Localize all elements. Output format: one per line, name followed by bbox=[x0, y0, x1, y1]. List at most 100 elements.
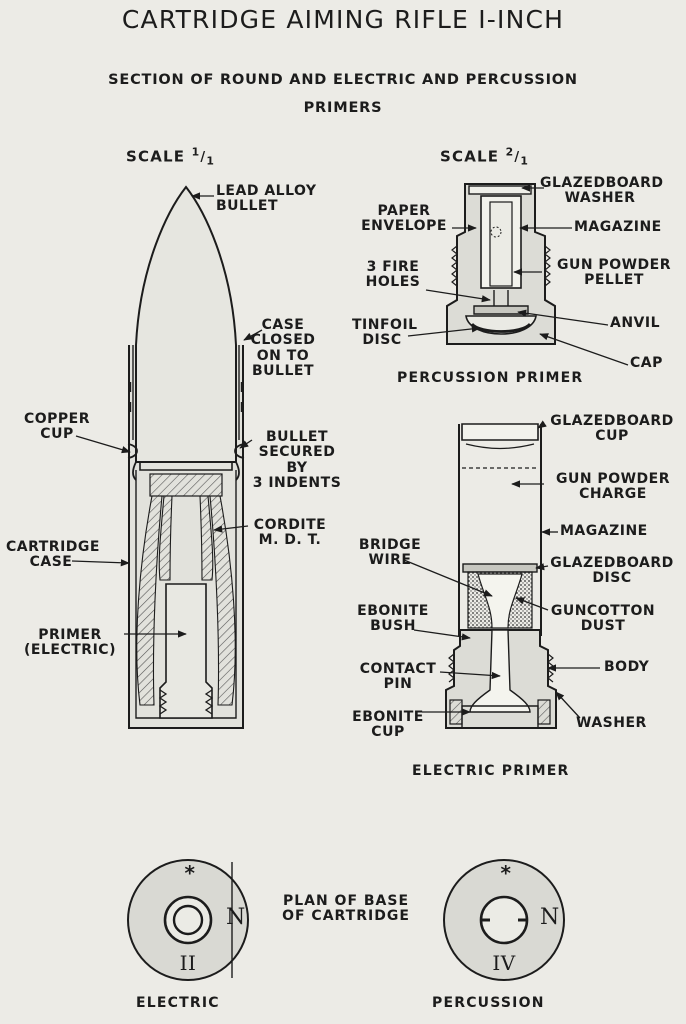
label-line: BUSH bbox=[370, 618, 416, 635]
percussion-scale-num: 2 bbox=[505, 146, 515, 159]
label-paper-envelope: PAPER ENVELOPE bbox=[354, 203, 454, 235]
subtitle-line-2: PRIMERS bbox=[303, 100, 383, 117]
percussion-base-mark: IV bbox=[492, 951, 516, 975]
label-electric-magazine: MAGAZINE bbox=[560, 523, 648, 539]
label-line: CHARGE bbox=[579, 486, 647, 503]
label-line: LEAD ALLOY bbox=[216, 183, 317, 199]
base-plan-electric bbox=[127, 859, 249, 981]
case-wall-slots bbox=[128, 382, 244, 412]
label-percussion-magazine: MAGAZINE bbox=[574, 219, 662, 235]
label-line: HOLES bbox=[365, 274, 421, 291]
subtitle-line-1: SECTION OF ROUND AND ELECTRIC AND PERCUS… bbox=[108, 72, 578, 88]
lead-alloy-bullet bbox=[135, 185, 237, 463]
electric-magazine bbox=[458, 424, 542, 636]
label-tinfoil-disc: TINFOIL DISC bbox=[352, 317, 418, 349]
label-line: CORDITE bbox=[253, 517, 327, 533]
label-line: WASHER bbox=[564, 190, 636, 207]
label-anvil: ANVIL bbox=[610, 315, 661, 331]
label-line: BULLET bbox=[216, 198, 278, 215]
label-line: PIN bbox=[383, 676, 413, 693]
label-line: PRIMER bbox=[38, 627, 102, 643]
label-glazedboard-cup: GLAZEDBOARD CUP bbox=[542, 413, 682, 445]
percussion-scale-den: 1 bbox=[520, 154, 530, 168]
label-line: OF CARTRIDGE bbox=[282, 908, 410, 925]
label-line: SECURED bbox=[258, 444, 336, 461]
label-cartridge-case: CARTRIDGE CASE bbox=[6, 539, 100, 571]
label-line: 3 INDENTS bbox=[252, 475, 342, 492]
percussion-base-star: * bbox=[500, 861, 512, 885]
label-line: EBONITE bbox=[357, 603, 429, 619]
label-line: BULLET bbox=[266, 429, 328, 445]
label-line: CUP bbox=[371, 724, 405, 741]
label-line: GLAZEDBOARD bbox=[540, 175, 664, 191]
label-line: GUN POWDER bbox=[556, 257, 672, 273]
label-line: M. D. T. bbox=[258, 532, 322, 549]
label-line: WIRE bbox=[368, 552, 412, 569]
label-line: CLOSED bbox=[250, 332, 316, 349]
label-contact-pin: CONTACT PIN bbox=[354, 661, 442, 693]
label-line: ON TO bbox=[256, 347, 310, 364]
label-line: GUNCOTTON bbox=[550, 603, 656, 619]
label-line: DUST bbox=[580, 618, 626, 635]
round-scale-fraction: 1/1 bbox=[191, 146, 216, 168]
base-plan-caption: PLAN OF BASE OF CARTRIDGE bbox=[266, 893, 426, 925]
label-line: CARTRIDGE bbox=[6, 539, 100, 555]
label-primer-electric: PRIMER (ELECTRIC) bbox=[18, 627, 122, 659]
label-line: DISC bbox=[362, 332, 402, 349]
percussion-scale-label: SCALE 2/1 bbox=[440, 147, 529, 168]
label-body: BODY bbox=[604, 659, 650, 675]
label-line: DISC bbox=[592, 570, 632, 587]
label-bullet-secured: BULLET SECURED BY 3 INDENTS bbox=[246, 429, 348, 492]
gun-powder-pellet bbox=[489, 201, 513, 287]
label-guncotton-dust: GUNCOTTON DUST bbox=[546, 603, 660, 635]
label-line: ENVELOPE bbox=[361, 218, 447, 235]
label-lead-alloy-bullet: LEAD ALLOY BULLET bbox=[216, 183, 317, 215]
label-line: CASE bbox=[261, 317, 305, 333]
label-copper-cup: COPPER CUP bbox=[20, 411, 94, 443]
label-line: TINFOIL bbox=[352, 317, 418, 333]
contact-pin bbox=[469, 629, 531, 713]
label-gun-powder-charge: GUN POWDER CHARGE bbox=[546, 471, 680, 503]
label-line: PELLET bbox=[584, 272, 644, 289]
label-bridge-wire: BRIDGE WIRE bbox=[354, 537, 426, 569]
label-case-closed: CASE CLOSED ON TO BULLET bbox=[250, 317, 316, 380]
diagram-subtitle: SECTION OF ROUND AND ELECTRIC AND PERCUS… bbox=[0, 66, 686, 123]
cordite-sticks bbox=[136, 495, 236, 706]
label-ebonite-cup: EBONITE CUP bbox=[352, 709, 424, 741]
label-washer: WASHER bbox=[576, 715, 647, 731]
label-glazedboard-washer: GLAZEDBOARD WASHER bbox=[540, 175, 664, 207]
percussion-primer-caption: PERCUSSION PRIMER bbox=[397, 370, 584, 386]
label-line: GUN POWDER bbox=[555, 471, 671, 487]
electric-leader-lines bbox=[403, 420, 600, 719]
electric-primer-drawing bbox=[445, 423, 557, 729]
percussion-scale-fraction: 2/1 bbox=[505, 146, 530, 168]
label-line: GLAZEDBOARD bbox=[550, 555, 674, 571]
electric-base-mark: II bbox=[179, 951, 197, 975]
label-percussion-cap: CAP bbox=[630, 355, 663, 371]
label-line: BRIDGE bbox=[358, 537, 422, 553]
label-line: BY bbox=[286, 459, 308, 476]
label-line: PAPER bbox=[377, 203, 431, 219]
electric-primer-caption: ELECTRIC PRIMER bbox=[412, 763, 570, 779]
label-line: COPPER bbox=[23, 411, 91, 427]
round-scale-den: 1 bbox=[206, 154, 216, 168]
label-ebonite-bush: EBONITE BUSH bbox=[354, 603, 432, 635]
label-cordite: CORDITE M. D. T. bbox=[248, 517, 332, 549]
label-line: PLAN OF BASE bbox=[282, 893, 410, 909]
percussion-leader-lines bbox=[407, 184, 629, 366]
electric-base-label: ELECTRIC bbox=[136, 995, 220, 1011]
label-line: CUP bbox=[40, 426, 74, 443]
round-scale-label: SCALE 1/1 bbox=[126, 147, 215, 168]
round-section-drawing bbox=[127, 185, 245, 729]
round-scale-num: 1 bbox=[191, 146, 201, 159]
label-line: (ELECTRIC) bbox=[24, 642, 116, 659]
label-line: 3 FIRE bbox=[366, 259, 420, 275]
electric-base-letter: N bbox=[226, 905, 246, 930]
label-line: GLAZEDBOARD bbox=[550, 413, 674, 429]
diagram-title: CARTRIDGE AIMING RIFLE I-INCH bbox=[121, 5, 565, 34]
label-glazedboard-disc: GLAZEDBOARD DISC bbox=[542, 555, 682, 587]
percussion-base-label: PERCUSSION bbox=[432, 995, 545, 1011]
percussion-base-letter: N bbox=[540, 905, 560, 930]
label-line: CASE bbox=[29, 554, 73, 571]
